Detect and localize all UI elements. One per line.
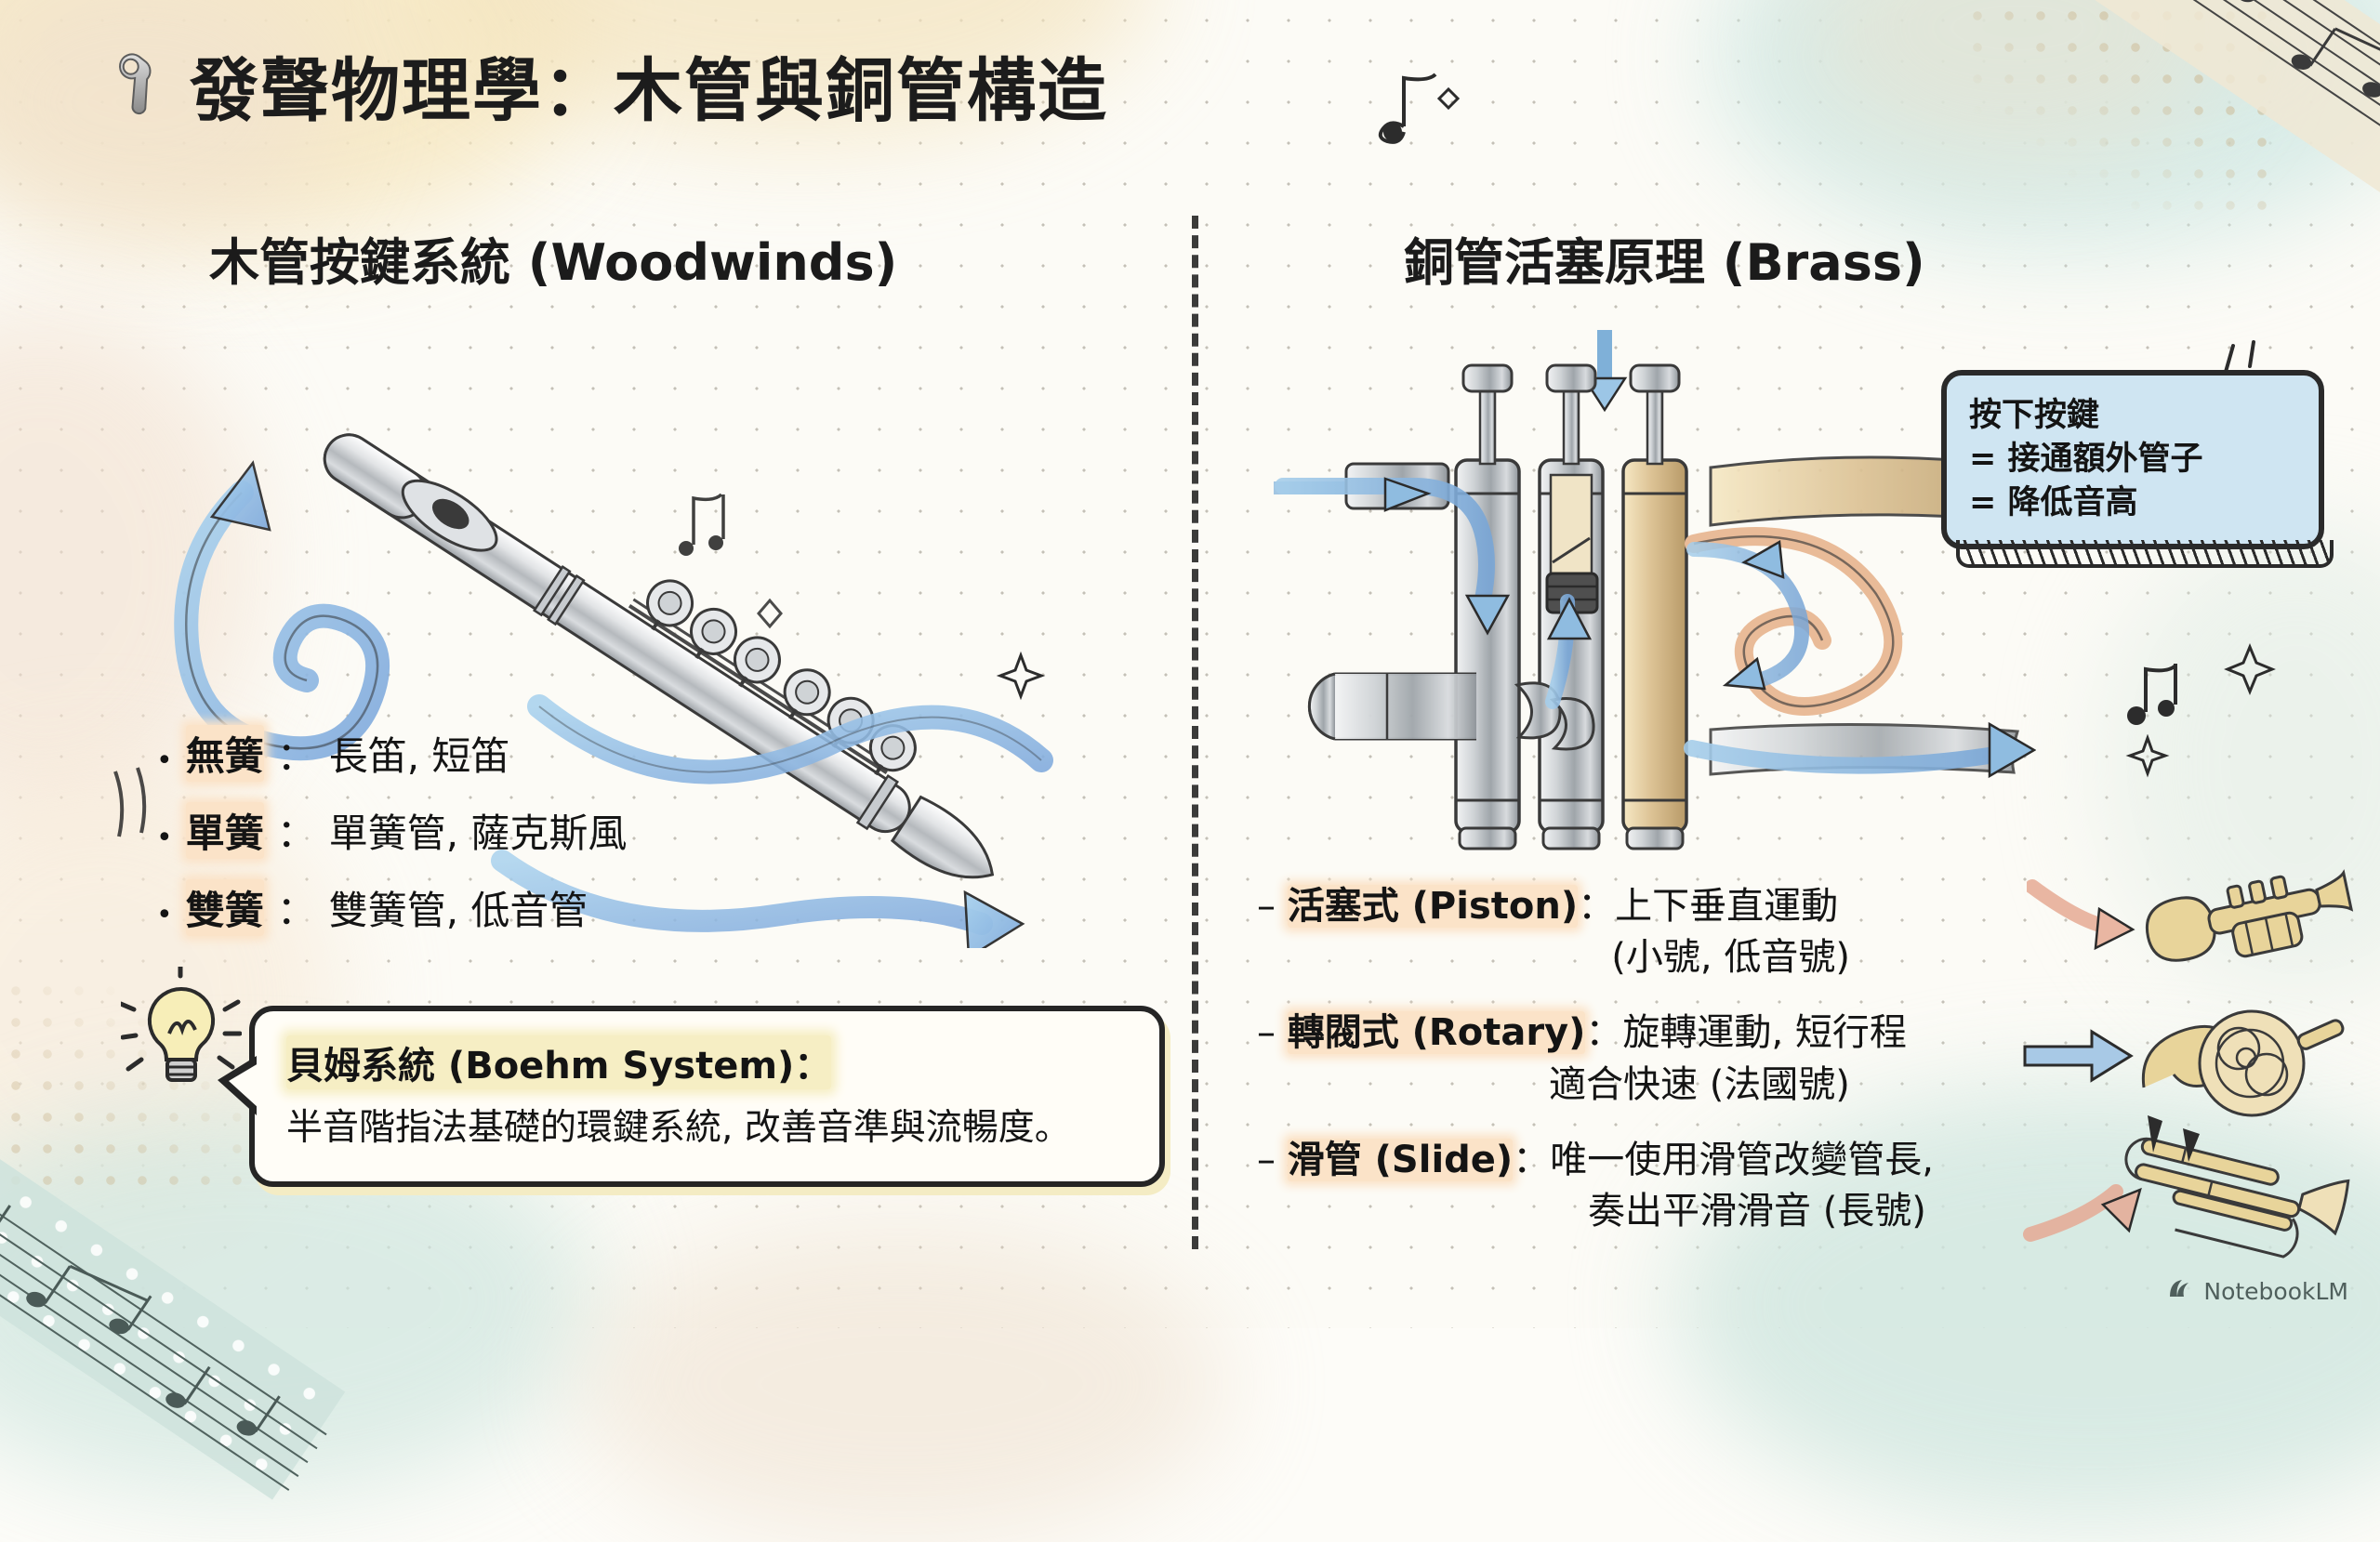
music-note-icon <box>1367 54 1469 160</box>
bullet-separator: ： <box>1513 1138 1551 1181</box>
callout-title: 貝姆系統 (Boehm System)： <box>286 1035 832 1089</box>
list-item: • 雙簧 ： 雙簧管, 低音管 <box>156 879 627 936</box>
sparkle-icon <box>995 651 1047 706</box>
column-divider <box>1192 216 1198 1249</box>
page-title: 發聲物理學：木管與銅管構造 <box>190 51 1108 131</box>
trombone-icon <box>2118 1136 2369 1279</box>
bullet-subtext: 適合快速 (法國號) <box>1548 1062 1850 1106</box>
bullet-keyword: 轉閥式 (Rotary) <box>1287 1011 1586 1055</box>
note-box-shadow-hatch <box>1956 539 2334 568</box>
watermark-label: NotebookLM <box>2203 1277 2348 1305</box>
bullet-keyword: 雙簧 <box>185 879 264 936</box>
note-line: = 接通額外管子 <box>1969 440 2203 478</box>
emphasis-marks-icon <box>2129 1112 2231 1180</box>
pink-curved-arrow-icon <box>2025 874 2138 961</box>
list-item: • 單簧 ： 單簧管, 薩克斯風 <box>156 802 627 859</box>
valve-note-box: 按下按鍵 = 接通額外管子 = 降低音高 <box>1941 370 2334 568</box>
callout-tail-inner <box>229 1063 258 1108</box>
list-item: • 無簧 ： 長笛, 短笛 <box>156 725 627 782</box>
music-staff-top-right <box>1952 0 2380 204</box>
bullet-text: 上下垂直運動 <box>1615 885 1839 928</box>
note-line: = 降低音高 <box>1969 483 2138 521</box>
trumpet-valve-cutaway-illustration <box>1274 330 2037 873</box>
blue-straight-arrow-icon <box>2023 1022 2135 1091</box>
bullet-keyword: 活塞式 (Piston) <box>1287 885 1579 928</box>
section-heading-brass: 銅管活塞原理 (Brass) <box>1404 233 1925 292</box>
section-heading-woodwinds: 木管按鍵系統 (Woodwinds) <box>209 233 898 292</box>
dash-marker: – <box>1257 885 1276 928</box>
bullet-marker: • <box>156 745 173 777</box>
boehm-system-callout: 貝姆系統 (Boehm System)： 半音階指法基礎的環鍵系統, 改善音準與… <box>218 1006 1165 1188</box>
bullet-subtext: 奏出平滑滑音 (長號) <box>1587 1189 1926 1232</box>
wrench-icon <box>100 51 165 120</box>
notebooklm-watermark: NotebookLM <box>2166 1276 2348 1306</box>
trumpet-icon <box>2129 855 2361 980</box>
bullet-keyword: 單簧 <box>185 802 264 859</box>
dash-marker: – <box>1257 1011 1276 1055</box>
french-horn-icon <box>2129 985 2352 1138</box>
bullet-separator: ： <box>1578 885 1616 928</box>
sparkle-icon <box>2222 641 2278 701</box>
bullet-keyword: 無簧 <box>185 725 264 782</box>
bullet-separator: ： <box>276 733 316 779</box>
washi-tape-top-right <box>1935 0 2380 215</box>
bullet-text: 唯一使用滑管改變管長, <box>1550 1138 1934 1181</box>
bullet-text: 旋轉運動, 短行程 <box>1622 1011 1907 1055</box>
note-line: 按下按鍵 <box>1969 397 2100 434</box>
watercolor-wash-bottom-middle <box>576 1226 1227 1542</box>
woodwind-bullet-list: • 無簧 ： 長笛, 短笛 • 單簧 ： 單簧管, 薩克斯風 • 雙簧 ： 雙簧… <box>156 725 627 956</box>
bullet-text: 單簧管, 薩克斯風 <box>328 811 628 856</box>
list-item: – 活塞式 (Piston)：上下垂直運動 (小號, 低音號) <box>1257 881 1934 983</box>
bullet-text: 雙簧管, 低音管 <box>328 888 588 933</box>
page-header: 發聲物理學：木管與銅管構造 <box>100 35 1108 135</box>
bullet-marker: • <box>156 899 173 931</box>
list-item: – 滑管 (Slide)：唯一使用滑管改變管長, 奏出平滑滑音 (長號) <box>1257 1135 1934 1237</box>
sparkle-icon <box>2125 733 2170 783</box>
watercolor-wash-top-right <box>1711 0 2380 251</box>
bullet-separator: ： <box>276 811 316 856</box>
brass-bullet-list: – 活塞式 (Piston)：上下垂直運動 (小號, 低音號) – 轉閥式 (R… <box>1257 881 1934 1261</box>
watercolor-wash-top-right-2 <box>1804 0 2231 167</box>
music-note-icon <box>2110 651 2213 747</box>
bullet-separator: ： <box>276 888 316 933</box>
bullet-marker: • <box>156 822 173 854</box>
pink-curved-arrow-icon <box>2023 1173 2144 1260</box>
callout-body: 半音階指法基礎的環鍵系統, 改善音準與流暢度。 <box>286 1107 1071 1149</box>
bullet-subtext: (小號, 低音號) <box>1611 936 1850 980</box>
bullet-text: 長笛, 短笛 <box>328 733 510 779</box>
watercolor-wash-right-middle <box>2101 521 2380 1004</box>
list-item: – 轉閥式 (Rotary)：旋轉運動, 短行程 適合快速 (法國號) <box>1257 1008 1934 1110</box>
halftone-dots-top-right <box>1962 0 2268 232</box>
dash-marker: – <box>1257 1138 1276 1181</box>
bullet-keyword: 滑管 (Slide) <box>1287 1138 1514 1181</box>
bullet-separator: ： <box>1585 1011 1623 1055</box>
notebooklm-logo-icon <box>2166 1276 2194 1306</box>
